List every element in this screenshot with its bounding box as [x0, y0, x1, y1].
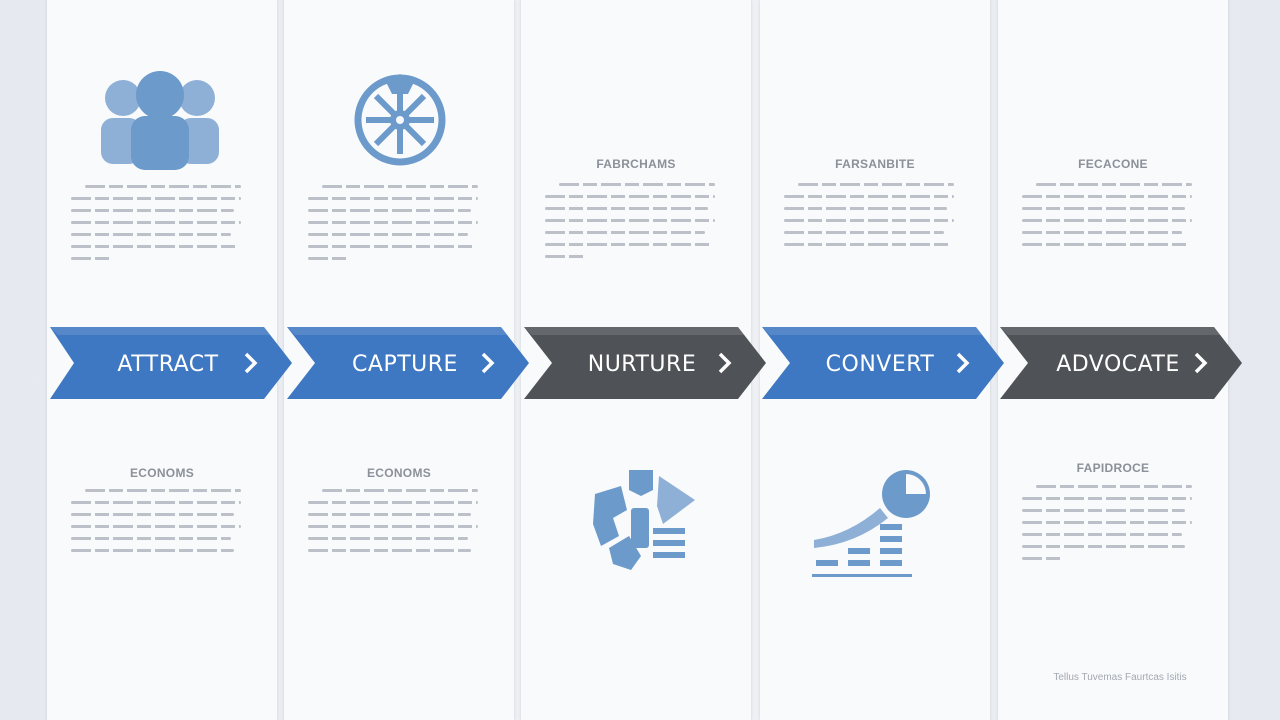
chevron-right-icon [718, 352, 732, 374]
top-description-text [545, 183, 715, 267]
chevron-attract: ATTRACT [50, 327, 292, 399]
stage-bottom-heading: FAPIDROCE [1076, 461, 1150, 475]
footer-note: Tellus Tuvemas Faurtcas Isitis [1053, 672, 1187, 683]
stage-bottom-heading: ECONOMS [129, 466, 195, 480]
stage-top-heading: FECACONE [1078, 157, 1148, 171]
stage-label: CONVERT [826, 352, 935, 377]
top-description-text [71, 185, 241, 269]
top-description-text [308, 185, 478, 269]
chevron-right-icon [1194, 352, 1208, 374]
chevron-shape [762, 327, 1004, 399]
stage-top-heading: FARSANBITE [835, 157, 915, 171]
growth-chart-icon [812, 470, 930, 577]
top-description-text [784, 183, 954, 255]
stage-label: ADVOCATE [1056, 352, 1180, 377]
people-icon [101, 71, 219, 170]
chevron-right-icon [244, 352, 258, 374]
chevron-convert: CONVERT [762, 327, 1004, 399]
puzzle-icon [593, 470, 695, 570]
chevron-highlight [287, 327, 507, 335]
chevron-right-icon [956, 352, 970, 374]
chevron-right-icon [481, 352, 495, 374]
chevron-shape [1000, 327, 1242, 399]
stage-top-heading: FABRCHAMS [596, 157, 676, 171]
stage-label: CAPTURE [352, 352, 458, 377]
bottom-description-text [308, 489, 478, 561]
chevron-highlight [524, 327, 744, 335]
chevron-shape [287, 327, 529, 399]
chevron-highlight [1000, 327, 1220, 335]
bottom-description-text [71, 489, 241, 561]
chevron-shape [524, 327, 766, 399]
wheel-icon [354, 74, 446, 166]
stage-label: NURTURE [588, 352, 696, 377]
chevron-highlight [50, 327, 270, 335]
chevron-nurture: NURTURE [524, 327, 766, 399]
top-description-text [1022, 183, 1192, 255]
stage-label: ATTRACT [117, 352, 218, 377]
bottom-description-text [1022, 485, 1192, 569]
stage-bottom-heading: ECONOMS [366, 466, 432, 480]
chevron-highlight [762, 327, 982, 335]
chevron-capture: CAPTURE [287, 327, 529, 399]
chevron-advocate: ADVOCATE [1000, 327, 1242, 399]
chevron-shape [50, 327, 292, 399]
